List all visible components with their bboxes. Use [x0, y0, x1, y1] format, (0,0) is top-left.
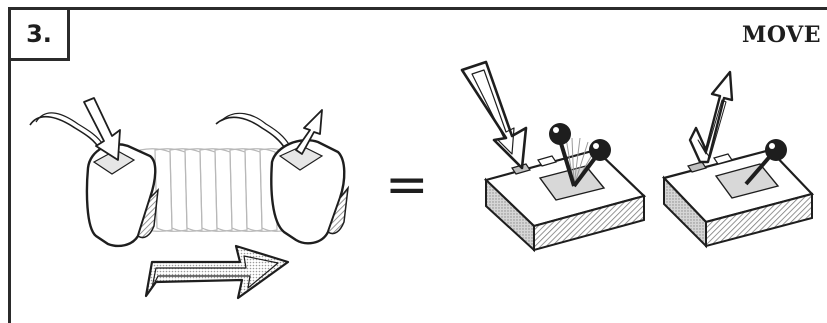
equals-sign: = — [385, 155, 429, 215]
mouse-cable — [30, 117, 100, 150]
joystick-icon — [664, 139, 812, 246]
mouse-icon — [87, 144, 158, 246]
motion-blur — [140, 149, 288, 232]
up-arrow-icon — [690, 72, 732, 162]
mouse-icon — [271, 140, 348, 243]
down-arrow-icon — [462, 62, 526, 168]
mouse-motion-group — [30, 98, 348, 298]
mouse-cable — [216, 117, 286, 150]
press-arrow-icon — [84, 98, 120, 160]
